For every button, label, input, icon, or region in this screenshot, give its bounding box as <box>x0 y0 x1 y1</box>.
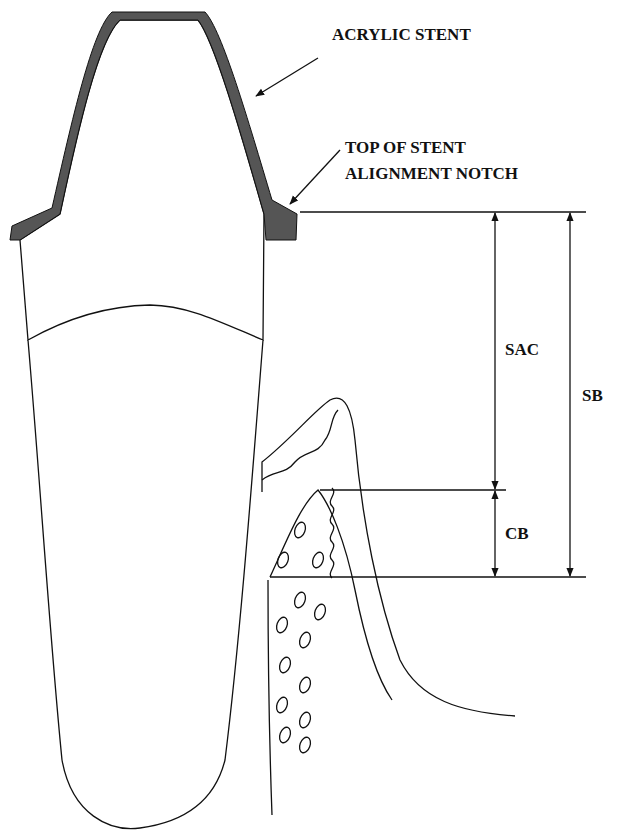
dimension-label: SAC <box>503 337 541 363</box>
bone-blob <box>278 656 293 674</box>
extension-line <box>270 576 586 577</box>
gingiva <box>262 398 515 716</box>
leader-arrow <box>256 58 318 96</box>
extension-line <box>320 489 506 490</box>
bone-blob <box>275 616 290 634</box>
bone-blob <box>293 521 308 539</box>
tooth-root <box>28 340 263 829</box>
part-label: ACRYLIC STENT <box>332 22 471 48</box>
bone-blob <box>311 551 326 569</box>
bone-blob <box>276 551 291 569</box>
bone-blob <box>298 711 313 729</box>
dimension-label: SB <box>580 383 605 409</box>
extension-line <box>300 211 586 212</box>
bone-blob <box>278 726 293 744</box>
periodontal-wave <box>330 488 333 578</box>
bone-blob <box>313 603 328 621</box>
trabecular-bone <box>275 521 328 754</box>
dimension-arrow <box>569 213 570 576</box>
dimension-arrow <box>494 491 495 576</box>
part-label: TOP OF STENT ALIGNMENT NOTCH <box>345 135 545 187</box>
bone-blob <box>298 631 313 649</box>
bone-inner <box>268 580 272 815</box>
bone-blob <box>298 676 313 694</box>
dimension-arrow <box>494 213 495 489</box>
bone-blob <box>293 591 308 609</box>
leader-arrow <box>290 150 340 204</box>
acrylic-stent <box>10 12 297 240</box>
dimension-label: CB <box>503 521 531 547</box>
bone-blob <box>275 696 290 714</box>
gingival-sulcus <box>262 410 338 480</box>
bone-blob <box>298 736 313 754</box>
